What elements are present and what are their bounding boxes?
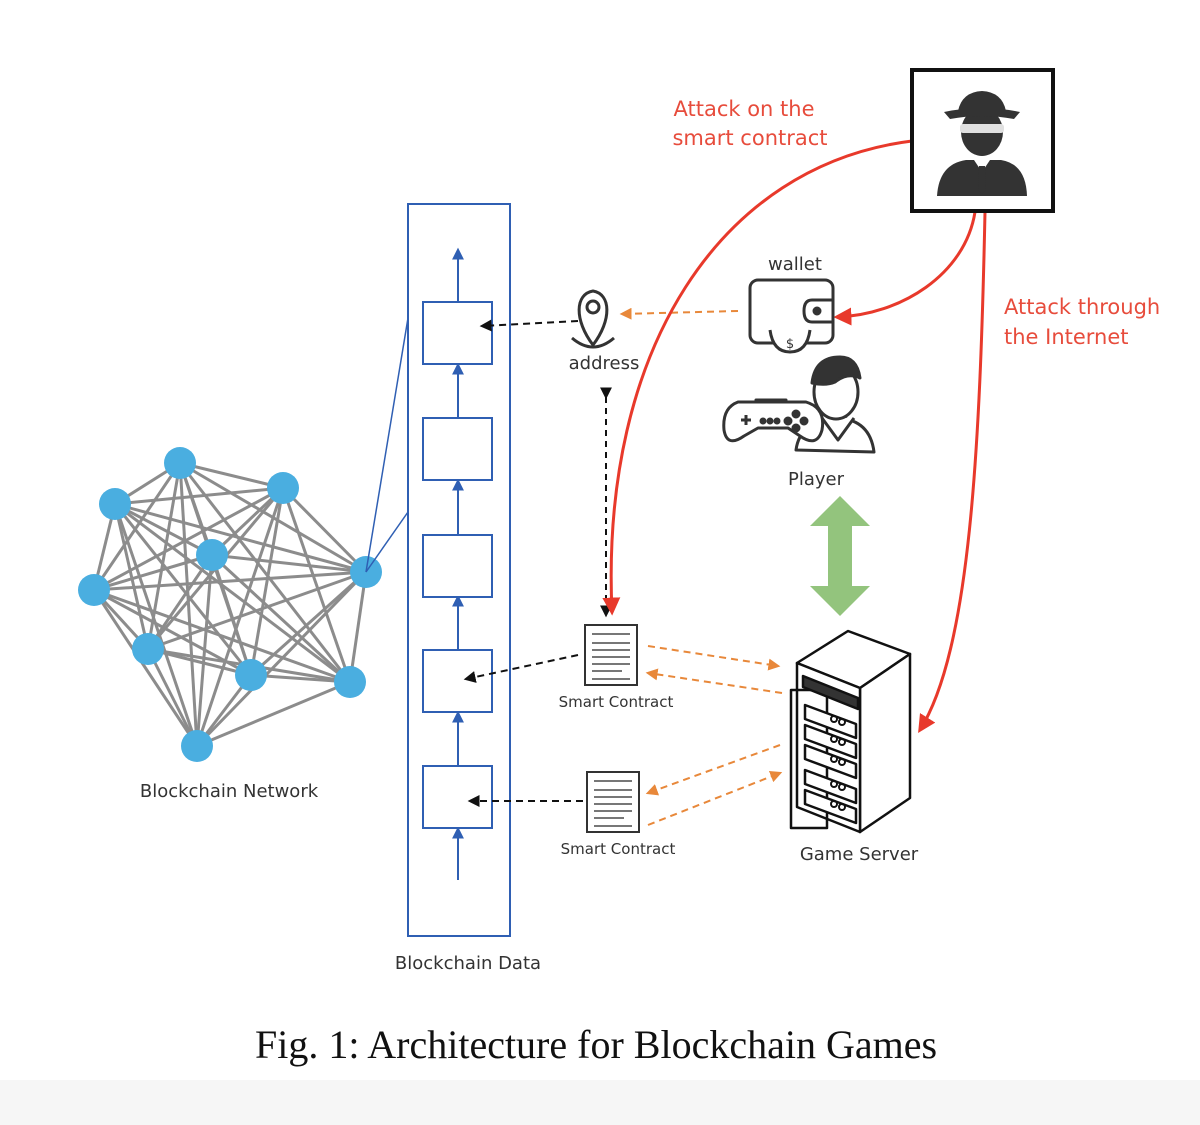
network-edge <box>249 487 285 676</box>
network-node <box>235 659 267 691</box>
attack-internet-label-line1: Attack through <box>1004 295 1160 319</box>
attack-contract-label-line1: Attack on the <box>673 97 814 121</box>
network-node <box>267 472 299 504</box>
network-edge <box>114 502 213 557</box>
network-edge <box>114 486 284 506</box>
gamer-with-controller-icon <box>722 355 876 454</box>
block-1 <box>422 301 493 365</box>
network-edge <box>93 486 284 592</box>
network-edge <box>211 553 367 574</box>
map-pin-icon <box>571 289 615 349</box>
block-3 <box>422 534 493 598</box>
network-edge <box>210 554 253 676</box>
block-5 <box>422 765 493 829</box>
block-2 <box>422 417 493 481</box>
blockchain-data-label: Blockchain Data <box>395 953 541 974</box>
smart-contract-label-2: Smart Contract <box>561 840 676 858</box>
network-edge <box>250 673 351 684</box>
network-edges <box>92 461 368 748</box>
network-edge <box>178 462 199 747</box>
network-edge <box>178 462 352 683</box>
network-edge <box>114 502 351 684</box>
chain-container <box>407 203 511 937</box>
game-server-label: Game Server <box>800 844 919 865</box>
network-edge <box>147 570 367 651</box>
network-edge <box>113 503 150 650</box>
network-edge <box>195 570 368 748</box>
attacker <box>910 68 1055 213</box>
network-edge <box>114 502 367 574</box>
block-4 <box>422 649 493 713</box>
network-edge <box>93 588 351 684</box>
network-node <box>164 447 196 479</box>
attack-contract-label-line2: smart contract <box>672 126 827 150</box>
svg-text:$: $ <box>786 337 794 352</box>
network-edge <box>146 554 214 650</box>
player-server-double-arrow <box>810 496 870 616</box>
blockchain-network-label: Blockchain Network <box>140 781 319 802</box>
network-edge <box>348 571 368 683</box>
network-edge <box>146 648 199 747</box>
network-edge <box>249 570 368 677</box>
network-edge <box>147 647 252 677</box>
network-node <box>132 633 164 665</box>
zoom-line-bottom <box>365 511 409 573</box>
bottom-strip <box>0 1080 1200 1125</box>
architecture-diagram: $ <box>78 68 1160 1067</box>
network-edge <box>92 589 199 747</box>
network-node <box>78 574 110 606</box>
spy-hacker-icon <box>937 91 1027 196</box>
network-edge <box>281 486 368 574</box>
network-edge <box>113 503 253 676</box>
wallet-icon: $ <box>748 278 835 354</box>
network-node <box>181 730 213 762</box>
attack-server-arrow <box>918 211 987 734</box>
diagram-canvas: $ <box>78 68 1161 1067</box>
network-edge <box>210 486 285 557</box>
figure-caption: Fig. 1: Architecture for Blockchain Game… <box>255 1022 937 1067</box>
network-node <box>99 488 131 520</box>
address-label: address <box>569 353 640 374</box>
smart-contract-label-1: Smart Contract <box>559 693 674 711</box>
orange-flow-arrows <box>619 307 783 826</box>
attack-contract-arrow <box>602 139 913 616</box>
attack-wallet-arrow <box>833 211 977 326</box>
blockchain-network <box>78 447 382 762</box>
network-edge <box>93 553 213 592</box>
network-edge <box>196 680 351 748</box>
network-edge <box>281 487 352 683</box>
network-edge <box>93 570 367 592</box>
server-rack-icon <box>789 629 912 834</box>
network-node <box>334 666 366 698</box>
network-edge <box>179 461 284 490</box>
network-node <box>196 539 228 571</box>
blockchain-data <box>407 203 511 937</box>
attack-internet-label-line2: the Internet <box>1004 325 1129 349</box>
network-edge <box>92 462 182 591</box>
attack-arrows <box>602 139 987 734</box>
document-icon <box>584 624 638 686</box>
player-label: Player <box>788 469 845 490</box>
wallet-label: wallet <box>768 254 822 275</box>
zoom-line-top <box>365 317 409 573</box>
document-icon <box>586 771 640 833</box>
data-link-arrows <box>463 319 583 807</box>
network-edge <box>210 553 352 684</box>
